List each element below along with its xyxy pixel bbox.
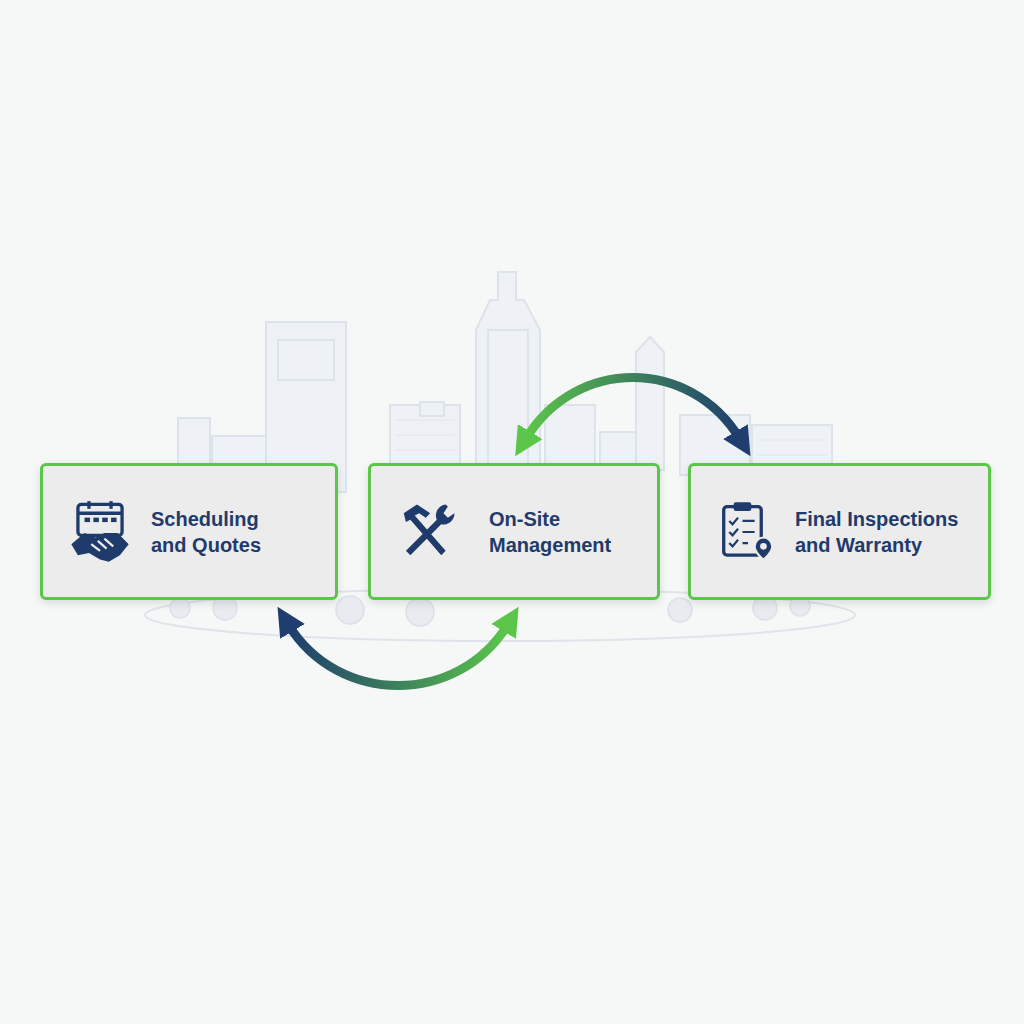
step-icon	[397, 500, 459, 564]
step-label: Scheduling and Quotes	[151, 506, 291, 558]
cycle-arrow	[288, 624, 508, 686]
cycle-arrow	[526, 378, 740, 440]
process-box: On-Site Management	[368, 463, 660, 600]
process-box: Final Inspections and Warranty	[688, 463, 991, 600]
step-label: On-Site Management	[489, 506, 639, 558]
step-icon	[717, 500, 779, 564]
process-box: Scheduling and Quotes	[40, 463, 338, 600]
step-icon	[69, 500, 131, 564]
step-label: Final Inspections and Warranty	[795, 506, 977, 558]
